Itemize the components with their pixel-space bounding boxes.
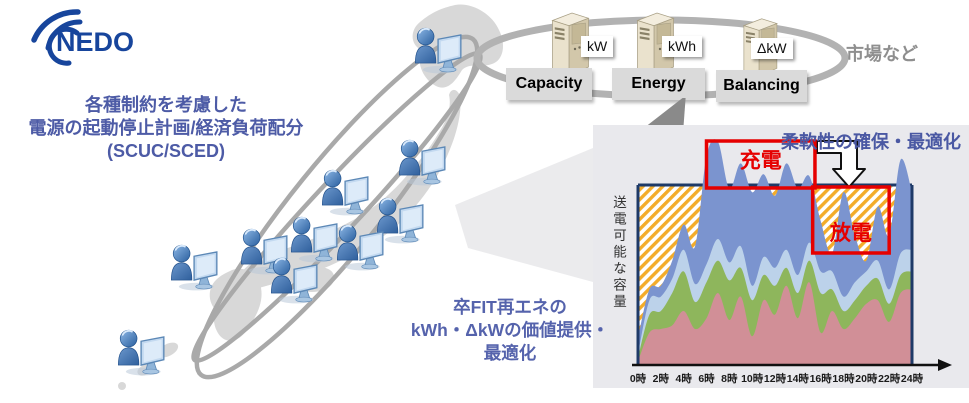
chart-areas [636,139,914,365]
person-at-computer-icon [411,23,463,75]
svg-text:4時: 4時 [675,372,692,385]
unit-chip-kw: kW [581,36,614,57]
zoom-beam [455,148,593,282]
nedo-logo-text: NEDO [56,27,134,57]
market-energy-label: Energy [612,68,705,100]
unit-chip-delta-kw: ΔkW [751,38,793,59]
fit-note: 卒FIT再エネの kWh・ΔkWの価値提供・ 最適化 [370,296,650,365]
unit-chip-kwh: kWh [662,36,702,57]
person-at-computer-icon [318,165,370,217]
y-axis-label: 送電可能な容量 [611,195,626,311]
person-at-computer-icon [333,220,385,272]
svg-text:充電: 充電 [740,149,782,173]
svg-text:16時: 16時 [810,372,833,385]
note-line: kWh・ΔkWの価値提供・ [410,320,610,340]
market-balancing-label: Balancing [716,70,807,102]
person-at-computer-icon [167,240,219,292]
note-line: 電源の起動停止計画/経済負荷配分 [28,118,304,138]
svg-text:20時: 20時 [855,372,878,385]
svg-text:10時: 10時 [741,372,764,385]
svg-text:0時: 0時 [630,372,647,385]
svg-text:22時: 22時 [878,372,901,385]
charge-to-discharge-arrow [816,140,866,188]
person-at-computer-icon [267,253,319,305]
note-line: (SCUC/SCED) [106,141,225,161]
svg-text:6時: 6時 [698,372,715,385]
person-at-computer-icon [395,135,447,187]
note-line: 卒FIT再エネの [453,297,567,317]
svg-text:24時: 24時 [901,372,924,385]
svg-text:18時: 18時 [832,372,855,385]
svg-text:2時: 2時 [653,372,670,385]
scuc-sced-note: 各種制約を考慮した 電源の起動停止計画/経済負荷配分 (SCUC/SCED) [0,94,332,163]
nedo-logo: NEDO [20,6,160,66]
person-at-computer-icon [114,325,166,377]
svg-text:8時: 8時 [721,372,738,385]
market-ring-label: 市場など [846,44,918,64]
market-capacity-label: Capacity [506,68,592,100]
note-line: 各種制約を考慮した [85,95,247,115]
svg-text:14時: 14時 [787,372,810,385]
panel-title: 柔軟性の確保・最適化 [781,132,961,152]
svg-text:12時: 12時 [764,372,787,385]
note-line: 最適化 [483,343,537,363]
svg-text:放電: 放電 [829,221,872,245]
